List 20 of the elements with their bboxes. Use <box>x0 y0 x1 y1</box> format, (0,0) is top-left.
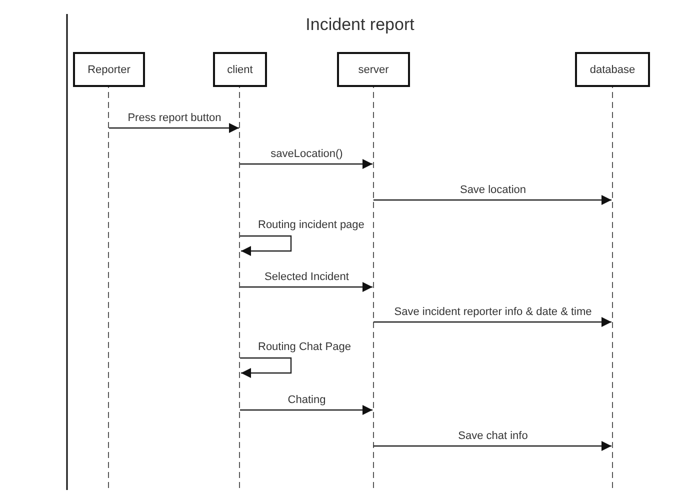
message-label: saveLocation() <box>270 148 344 161</box>
message-label: Routing incident page <box>257 219 366 232</box>
participant-name: Reporter <box>88 64 130 76</box>
message-arrow <box>109 123 239 133</box>
message-arrow <box>240 357 292 378</box>
message-arrow <box>240 405 372 415</box>
message-label: Press report button <box>126 112 222 125</box>
diagram-title: Incident report <box>304 15 416 35</box>
message-arrow <box>240 159 372 169</box>
participant-name: database <box>590 64 636 76</box>
participant-name: server <box>358 64 389 76</box>
message-arrow <box>374 317 612 327</box>
message-arrow <box>240 235 292 256</box>
message-label: Chating <box>286 394 327 407</box>
message-arrow <box>374 195 612 205</box>
message-label: Save incident reporter info & date & time <box>393 306 593 319</box>
message-arrow <box>374 441 612 451</box>
message-arrow <box>240 282 372 292</box>
participant-name: client <box>227 64 253 76</box>
message-label: Routing Chat Page <box>257 341 352 354</box>
